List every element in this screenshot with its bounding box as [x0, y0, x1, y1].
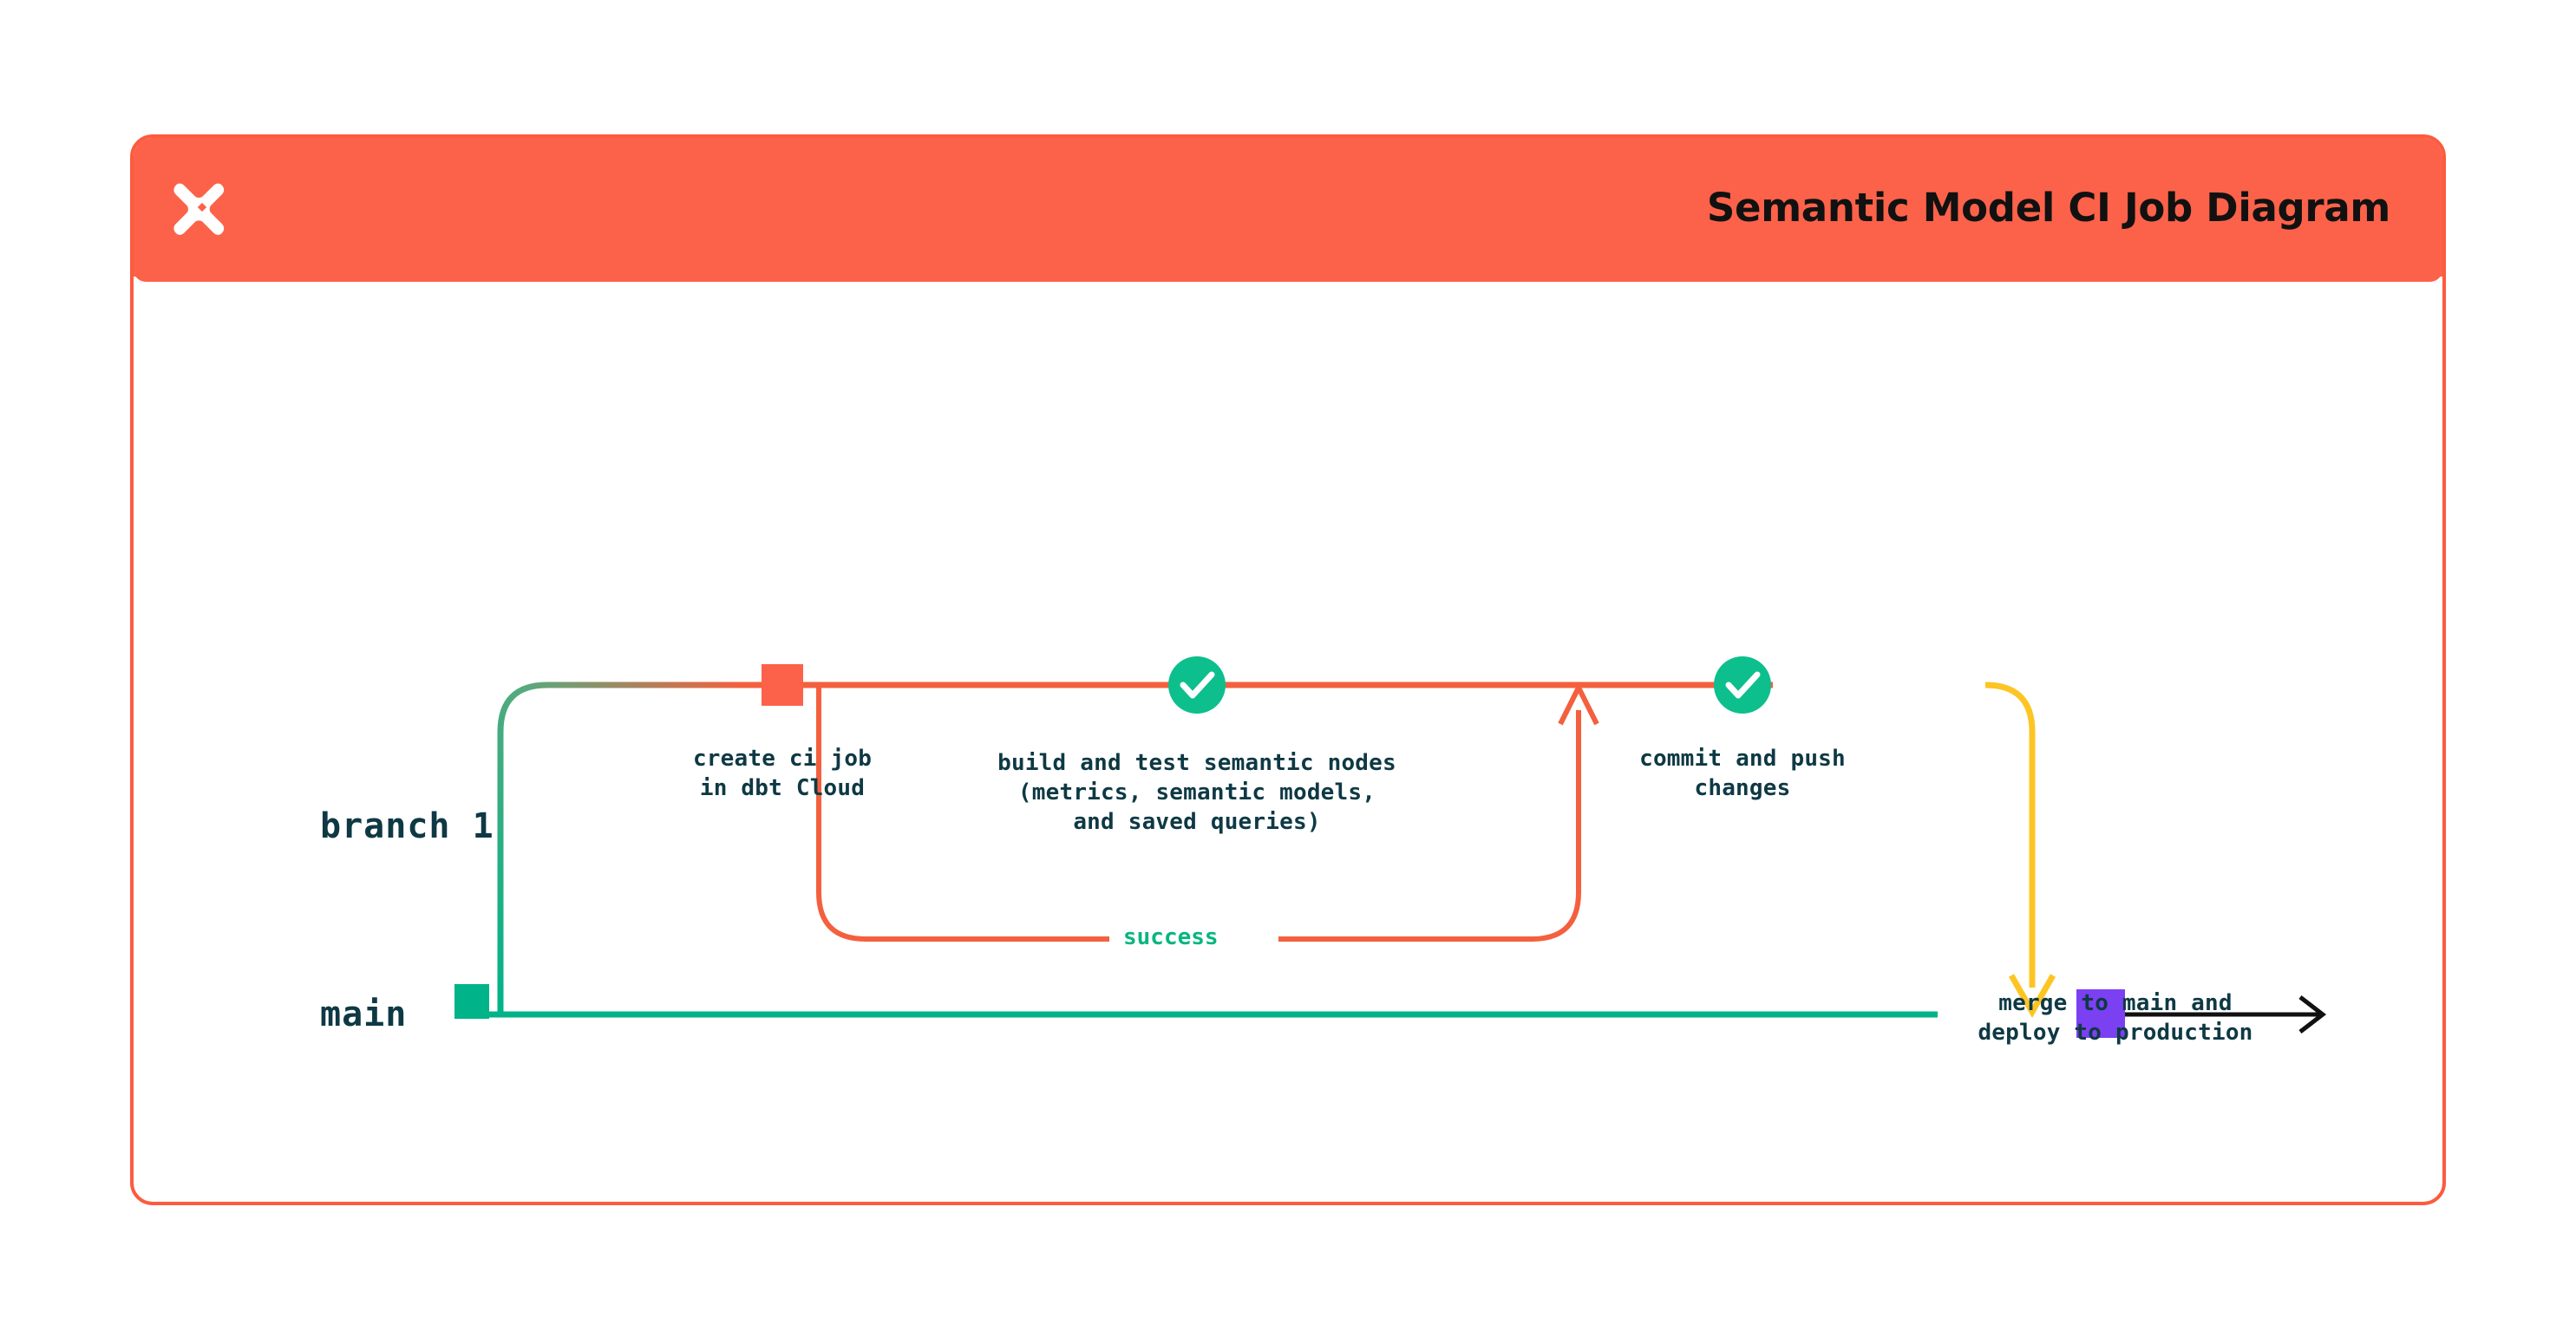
- node-marker-build-and-test[interactable]: [1168, 656, 1226, 714]
- page-title: Semantic Model CI Job Diagram: [1706, 184, 2390, 231]
- branch-label-branch1: branch 1: [320, 806, 494, 846]
- main-continuation-arrowhead-icon: [2298, 995, 2327, 1034]
- success-loop-arrowhead-icon: [1558, 682, 1599, 726]
- node-caption-merge-to-main: merge to main and deploy to production: [1978, 990, 2253, 1046]
- node-marker-merge-to-main[interactable]: [2076, 989, 2125, 1038]
- dbt-x-logo-icon: [170, 175, 234, 239]
- card-header: Semantic Model CI Job Diagram: [134, 138, 2442, 282]
- edge-label-success: success: [1109, 924, 1232, 950]
- diagram-canvas: branch 1 main create ci job in dbt Cloud…: [134, 277, 2442, 1202]
- node-marker-commit-and-push[interactable]: [1714, 656, 1771, 714]
- check-circle-icon: [1180, 671, 1215, 699]
- node-caption-commit-and-push: commit and push changes: [1639, 746, 1846, 801]
- node-marker-create-ci-job[interactable]: [762, 664, 803, 706]
- node-marker-main-start[interactable]: [454, 984, 489, 1019]
- branch-1-split-line: [497, 682, 741, 1014]
- diagram-card: Semantic Model CI Job Diagram: [130, 134, 2446, 1205]
- success-loop-right: [1278, 710, 1581, 942]
- node-caption-create-ci-job: create ci job in dbt Cloud: [692, 746, 873, 801]
- node-caption-build-and-test: build and test semantic nodes (metrics, …: [997, 750, 1396, 835]
- merge-edge-arrowhead-icon: [2008, 974, 2056, 1019]
- merge-edge-line: [1984, 682, 2036, 988]
- success-loop-left: [816, 685, 1114, 942]
- check-circle-icon: [1725, 671, 1761, 699]
- branch-label-main: main: [320, 995, 408, 1034]
- diagram-svg: [454, 656, 2327, 1038]
